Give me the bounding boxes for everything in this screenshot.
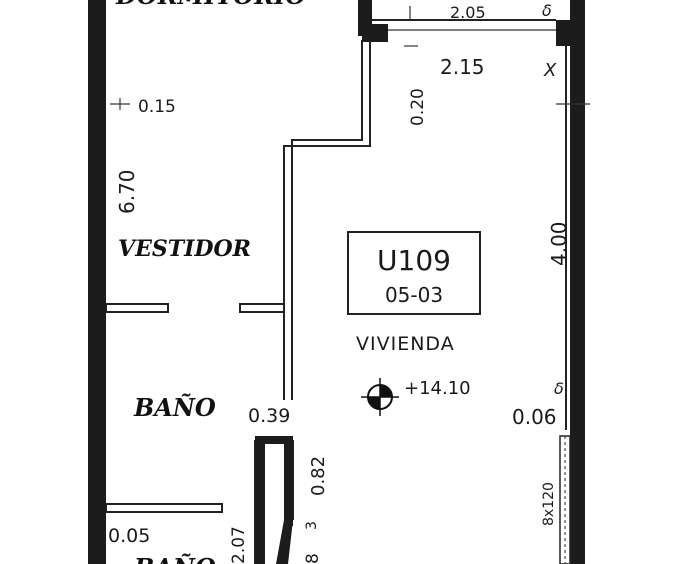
vestidor-stub-right [239,303,285,313]
room-label-dormitorio: DORMITORIO [115,0,306,10]
left-outer-wall [88,0,106,564]
dim-2-15: 2.15 [440,55,485,79]
room-label-bano-2: BAÑO [133,553,216,564]
dim-0-06: 0.06 [512,405,557,429]
dim-2-05: 2.05 [450,3,486,22]
dim-0-15: 0.15 [138,97,176,117]
right-outer-wall [570,0,585,564]
dim-4-00: 4.00 [547,221,571,266]
shaft-wall-top [255,436,293,444]
unit-tag-code: U109 [377,244,451,277]
top-wall-corner-left [362,24,388,42]
room-label-vivienda: VIVIENDA [356,333,455,355]
room-label-vestidor: VESTIDOR [118,236,251,262]
delta-symbol-top: δ [542,1,552,20]
dim-6-70: 6.70 [115,169,139,214]
lower-bath-wall [105,503,223,513]
level-marker-value: +14.10 [404,378,471,399]
level-marker-icon [361,378,399,416]
delta-symbol-mid: δ [554,379,564,398]
dim-0-82: 0.82 [308,456,329,496]
unit-tag-sub: 05-03 [385,283,443,307]
x-mark-symbol: X [543,60,557,81]
closet-partition [283,40,371,400]
top-wall-corner-right [556,20,584,46]
shaft-wall-right [284,436,293,526]
shaft-wall-left [255,436,265,564]
vestidor-stub-left [105,303,169,313]
dim-2-07: 2.07 [229,526,249,564]
dim-8x120: 8x120 [541,482,557,526]
dim-0-05: 0.05 [108,525,150,547]
dim-0-20: 0.20 [408,88,428,126]
dim-small-3: 3 [304,521,320,530]
unit-tag-box [347,231,481,315]
shaft-wall-angled [276,520,293,564]
room-label-bano-1: BAÑO [133,393,216,422]
dim-small-8: 8 [303,553,323,564]
dim-0-39: 0.39 [248,405,290,427]
